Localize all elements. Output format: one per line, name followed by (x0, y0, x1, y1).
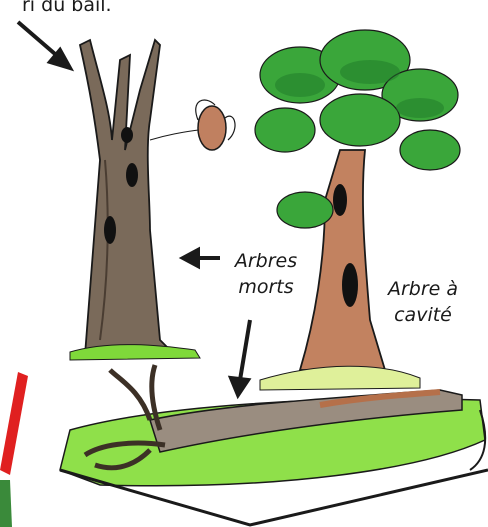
dead-trees-label-line1: Arbres (226, 250, 306, 273)
dead-trees-label-line2: morts (226, 276, 306, 299)
cavity-tree (255, 30, 460, 390)
top-caption-fragment: ri du bail. (22, 0, 112, 17)
red-accent (0, 372, 28, 527)
bird-sketch (150, 100, 235, 150)
cavity-tree-label-line1: Arbre à (378, 278, 468, 301)
dead-tree-left (70, 40, 200, 360)
cavity-tree-label-line2: cavité (378, 304, 468, 327)
